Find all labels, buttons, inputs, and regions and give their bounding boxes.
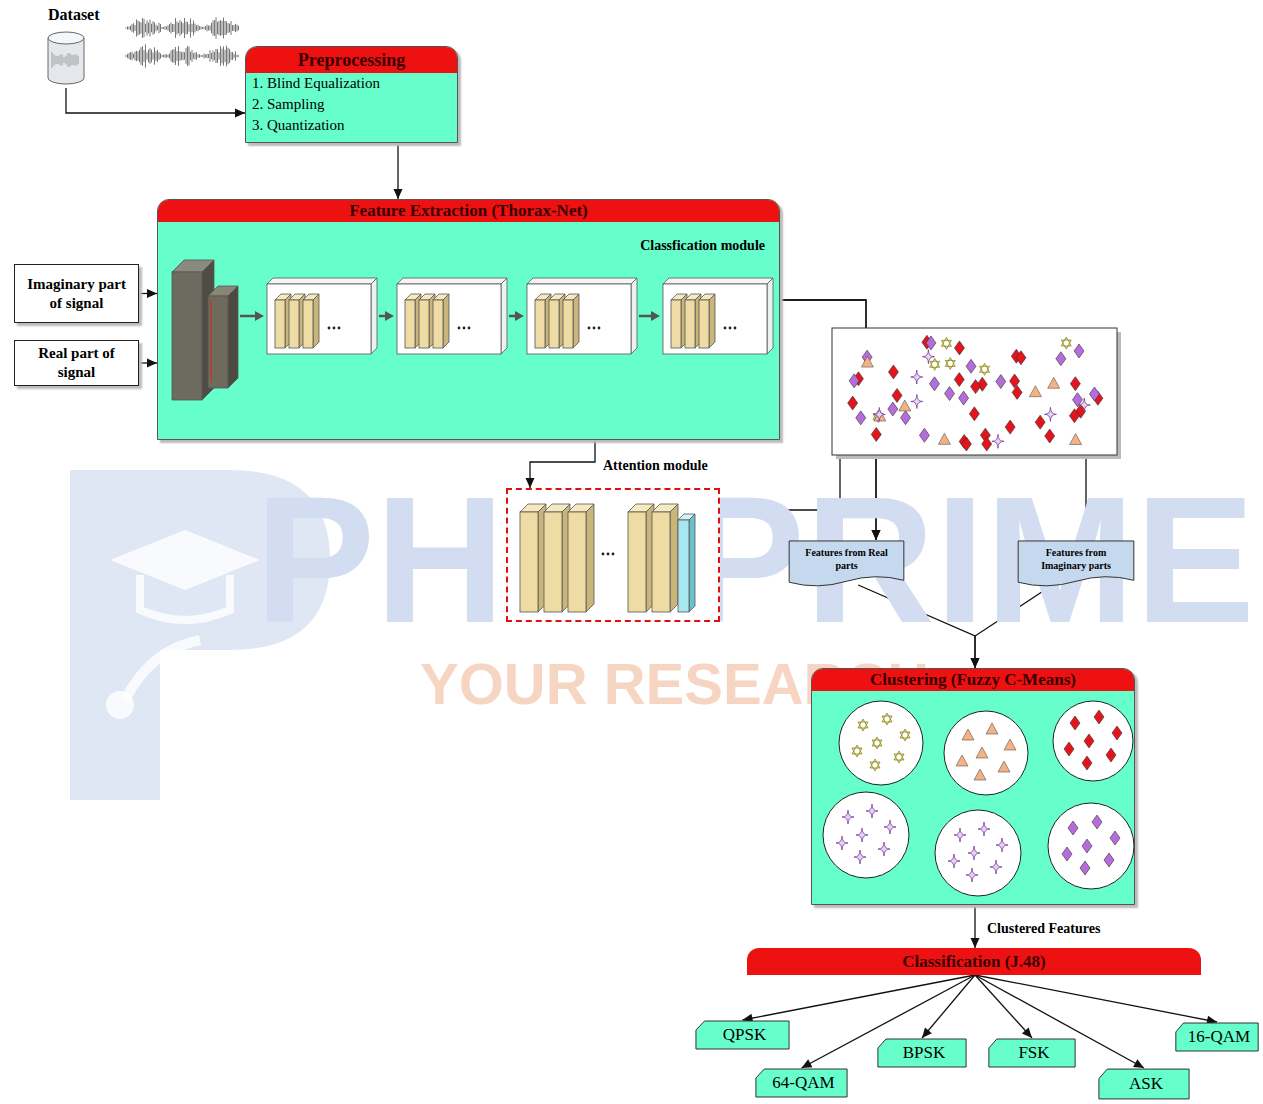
attention-box: Attention module xyxy=(506,488,720,622)
database-icon xyxy=(44,30,88,88)
input-box: Imaginary part of signal xyxy=(14,264,139,323)
output-tag: ASK xyxy=(1098,1068,1190,1100)
connector xyxy=(971,585,1053,668)
output-tag: FSK xyxy=(988,1038,1076,1068)
module-label: Classfication module xyxy=(640,238,765,254)
connector xyxy=(139,289,157,298)
module-label: Attention module xyxy=(603,458,708,474)
connector xyxy=(526,440,596,488)
input-label: Imaginary part of signal xyxy=(21,275,132,313)
connector xyxy=(802,975,976,1068)
header-text: Preprocessing xyxy=(246,47,457,73)
output-tag: 64-QAM xyxy=(755,1068,848,1098)
output-label: FSK xyxy=(1018,1043,1049,1063)
output-label: 64-QAM xyxy=(772,1073,834,1093)
list-item: 2. Sampling xyxy=(246,94,457,115)
connector xyxy=(858,585,979,668)
layer-stack xyxy=(158,200,781,441)
process-box: Preprocessing1. Blind Equalization2. Sam… xyxy=(245,46,458,143)
connector xyxy=(394,143,403,199)
input-box: Real part of signal xyxy=(14,340,139,386)
connector xyxy=(975,975,1217,1025)
connector xyxy=(971,905,980,948)
output-tag: QPSK xyxy=(695,1020,790,1050)
output-label: QPSK xyxy=(723,1025,766,1045)
header-text: Classification (J.48) xyxy=(902,952,1046,972)
connector xyxy=(975,975,1144,1068)
edge-label: Clustered Features xyxy=(985,921,1102,937)
output-tag: 16-QAM xyxy=(1175,1022,1259,1052)
output-tag: BPSK xyxy=(877,1038,967,1068)
layer-stack xyxy=(508,490,722,624)
connector xyxy=(922,975,975,1038)
list-item: 1. Blind Equalization xyxy=(246,73,457,94)
document-shape: Features from Real parts xyxy=(788,540,905,588)
connector xyxy=(743,975,976,1023)
list-item: 3. Quantization xyxy=(246,115,457,136)
heading: Dataset xyxy=(48,6,130,24)
cluster-circles xyxy=(812,669,1136,906)
network-box: Feature Extraction (Thorax-Net) Classfica… xyxy=(157,199,780,440)
connector xyxy=(139,359,157,368)
dataset-icon: Dataset xyxy=(40,6,130,88)
header-text: Clustering (Fuzzy C-Means) xyxy=(812,669,1134,691)
connector xyxy=(780,300,1091,540)
document-label: Features from Real parts xyxy=(794,546,899,572)
connector xyxy=(720,440,881,540)
document-shape: Features from Imaginary parts xyxy=(1017,540,1135,588)
document-label: Features from Imaginary parts xyxy=(1023,546,1129,572)
input-label: Real part of signal xyxy=(21,344,132,382)
output-label: BPSK xyxy=(903,1043,946,1063)
cluster-box: Clustering (Fuzzy C-Means) xyxy=(811,668,1135,905)
output-label: ASK xyxy=(1129,1074,1163,1094)
output-label: 16-QAM xyxy=(1188,1027,1250,1047)
connector xyxy=(66,88,245,118)
classifier-bar: Classification (J.48) xyxy=(747,948,1201,975)
header-text: Feature Extraction (Thorax-Net) xyxy=(158,200,779,222)
